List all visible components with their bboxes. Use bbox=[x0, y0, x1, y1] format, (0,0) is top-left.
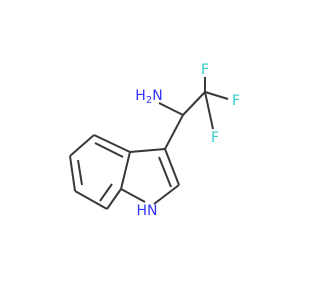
bond-c7a-c3a bbox=[120, 151, 131, 190]
bond-alpha-carbon-to-c3 bbox=[164, 114, 184, 150]
amine-n-label: N bbox=[152, 88, 162, 104]
bond-c3-c2 bbox=[164, 148, 180, 186]
bond-c7-c7a-double bbox=[99, 183, 113, 202]
bond-c3-c2-double bbox=[158, 156, 172, 188]
fluorine-bottom-label: F bbox=[211, 130, 219, 146]
bond-c5-c6 bbox=[69, 155, 76, 192]
bond-c5-c6-double bbox=[77, 159, 83, 186]
bond-c3-c3a bbox=[129, 148, 166, 153]
bond-amine-to-alpha-carbon bbox=[158, 102, 184, 116]
atom-label-group: H2N F F F HN bbox=[135, 62, 240, 219]
fluorine-right-label: F bbox=[232, 93, 240, 109]
bond-cf3-carbon-to-f-bottom bbox=[204, 91, 214, 130]
indole-n-label: N bbox=[147, 203, 157, 219]
molecule-structure-diagram: H2N F F F HN bbox=[69, 62, 241, 219]
bond-c2-n1 bbox=[153, 184, 180, 205]
bond-c6-c7 bbox=[74, 190, 108, 210]
bond-c4-c5 bbox=[69, 134, 95, 157]
bond-c3a-c4 bbox=[93, 134, 131, 153]
bond-n1-c7a bbox=[120, 188, 146, 203]
indole-h-label: H bbox=[136, 203, 147, 219]
bond-cf3-carbon-to-f-right bbox=[204, 91, 229, 100]
fluorine-top-label: F bbox=[201, 62, 209, 78]
amine-label: H2N bbox=[135, 88, 162, 106]
amine-h-subscript: 2 bbox=[146, 95, 152, 106]
indole-nh-label: HN bbox=[136, 203, 157, 219]
bond-alpha-carbon-to-cf3-carbon bbox=[182, 91, 206, 116]
bond-group bbox=[69, 77, 229, 210]
bond-c3a-c4-double bbox=[94, 142, 124, 158]
bond-c7-c7a bbox=[106, 188, 122, 210]
amine-h-label: H bbox=[135, 88, 146, 104]
